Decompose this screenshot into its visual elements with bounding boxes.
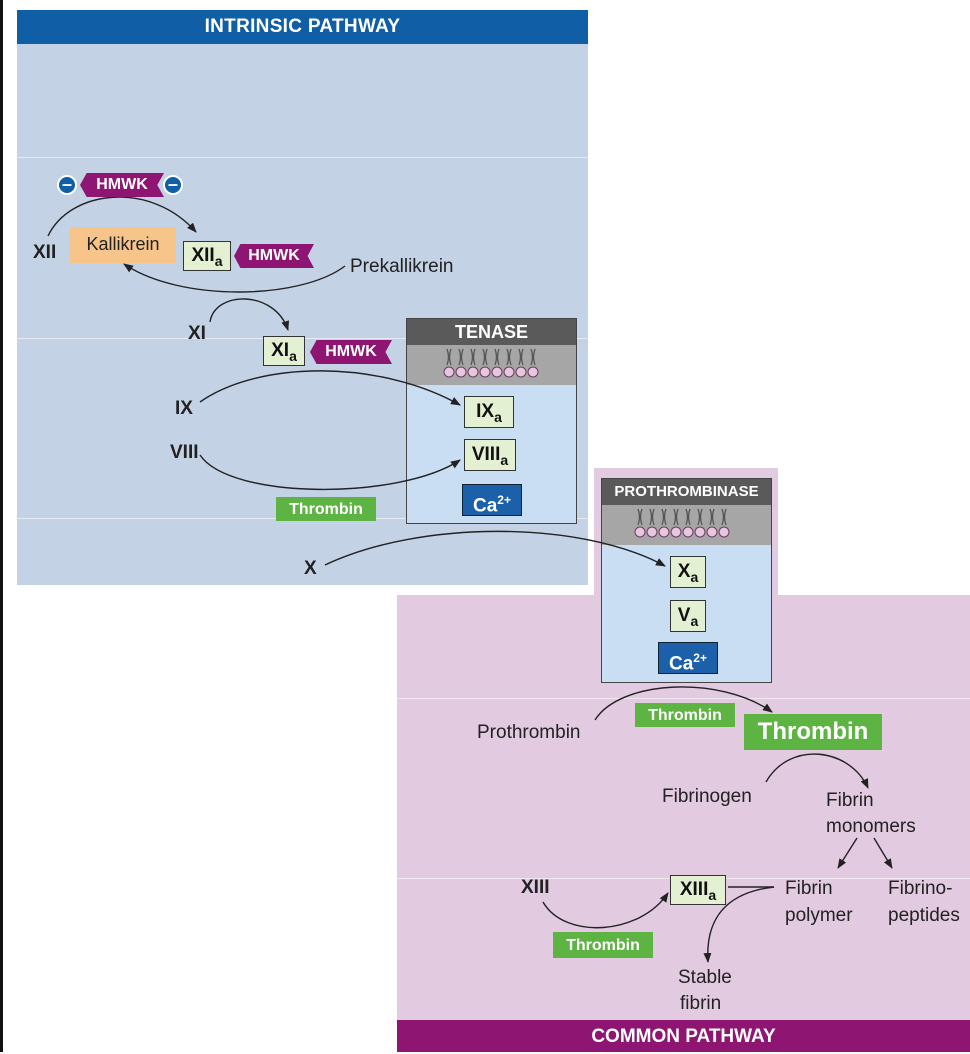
arrow-polymer-to-stable [703, 886, 775, 963]
arrow-prothrombin-to-thrombin [594, 686, 773, 721]
membrane [602, 505, 771, 545]
fibrinopeptides-line1: Fibrino- [888, 878, 953, 899]
arrow-x-to-xa [324, 530, 666, 567]
factor-xa: Xa [670, 556, 706, 588]
arrow-monomers-to-peptides [873, 837, 893, 869]
thrombin-cofactor-tag: Thrombin [635, 703, 735, 727]
factor-ixa: IXa [464, 396, 514, 428]
inhibition-minus-icon: – [163, 175, 183, 195]
arrow-ix-to-ixa [199, 370, 461, 406]
thrombin-cofactor-tag: Thrombin [553, 932, 653, 958]
factor-xiiia: XIIIa [670, 875, 726, 905]
arrow-xii-to-xiia [47, 196, 197, 237]
calcium-ion: Ca2+ [462, 484, 522, 516]
stable-fibrin-line1: Stable [678, 967, 732, 988]
thrombin-cofactor-tag: Thrombin [276, 497, 376, 521]
prothrombin: Prothrombin [477, 722, 581, 743]
kallikrein: Kallikrein [70, 227, 176, 263]
factor-ix: IX [175, 398, 193, 419]
divider [17, 157, 588, 158]
arrow-fibrinogen-to-fibrin [765, 753, 869, 789]
thrombin-product: Thrombin [744, 714, 882, 750]
factor-xia: XIa [263, 336, 305, 366]
factor-xi: XI [188, 323, 206, 344]
calcium-ion: Ca2+ [658, 642, 718, 674]
membrane [407, 345, 576, 385]
arrow-monomers-to-polymer [837, 837, 858, 869]
factor-viiia: VIIIa [464, 439, 516, 471]
factor-x: X [304, 558, 317, 579]
fibrin-monomers-line2: monomers [826, 816, 916, 837]
factor-xiia: XIIa [183, 241, 231, 271]
hmwk-label: HMWK [80, 173, 164, 197]
intrinsic-pathway-title: INTRINSIC PATHWAY [17, 10, 588, 44]
hmwk-label: HMWK [234, 244, 314, 268]
arrow-xiii-to-xiiia [542, 892, 669, 929]
inhibition-minus-icon: – [57, 175, 77, 195]
fibrinogen: Fibrinogen [662, 786, 752, 807]
fibrin-polymer-line2: polymer [785, 905, 853, 926]
factor-va: Va [670, 600, 706, 632]
fibrin-monomers-line1: Fibrin [826, 790, 874, 811]
arrow-prekallikrein-to-kallikrein [123, 263, 346, 293]
phospholipid-membrane-icon [443, 348, 539, 378]
fibrinopeptides-line2: peptides [888, 905, 960, 926]
left-border [0, 0, 3, 1052]
prekallikrein: Prekallikrein [350, 256, 454, 277]
phospholipid-membrane-icon [634, 508, 730, 538]
divider [397, 698, 970, 699]
hmwk-label: HMWK [310, 340, 392, 364]
factor-xii: XII [33, 242, 57, 263]
fibrin-polymer-line1: Fibrin [785, 878, 833, 899]
arrow-viii-to-viiia [199, 454, 461, 491]
factor-viii: VIII [170, 442, 199, 463]
arrow-xi-to-xia [209, 298, 290, 331]
prothrombinase-title: PROTHROMBINASE [602, 479, 771, 505]
common-pathway-title: COMMON PATHWAY [397, 1020, 970, 1052]
stable-fibrin-line2: fibrin [680, 993, 722, 1014]
tenase-title: TENASE [407, 319, 576, 345]
factor-xiii: XIII [521, 877, 550, 898]
